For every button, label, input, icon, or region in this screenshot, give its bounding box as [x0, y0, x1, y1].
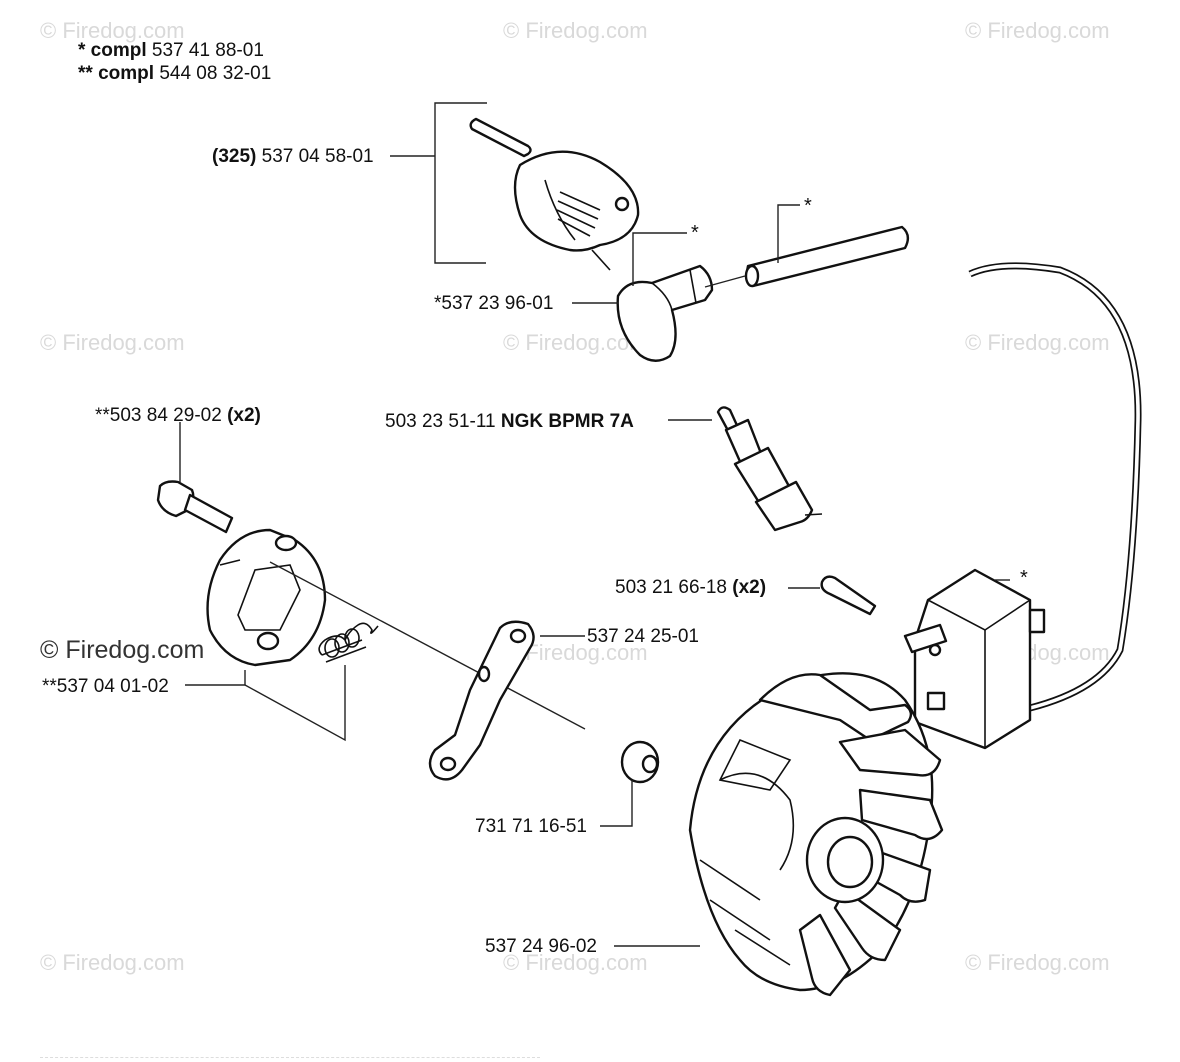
part-number: **537 04 01-02 — [42, 676, 169, 697]
callout-clutch-hub: **537 04 01-02 — [42, 677, 169, 696]
module-screw-part — [788, 575, 877, 616]
watermark: © Firedog.com — [503, 18, 648, 43]
pin-part — [469, 117, 532, 158]
watermark: © Firedog.com — [503, 950, 648, 975]
watermark: © Firedog.com — [965, 330, 1110, 355]
compl-marker: * — [804, 195, 812, 217]
legend-mark: * compl — [78, 40, 147, 61]
legend-line-1: * compl 537 41 88-01 — [78, 40, 264, 62]
legend-line-2: ** compl 544 08 32-01 — [78, 63, 271, 85]
cable-tube-part — [744, 204, 910, 288]
screw-pair-part — [156, 422, 234, 534]
part-number: 503 21 66-18 — [615, 577, 727, 598]
callout-prefix: (325) — [212, 146, 257, 167]
link-plate-part — [428, 620, 585, 781]
callout-screw-pair: **503 84 29-02 (x2) — [95, 406, 261, 425]
watermark: © Firedog.com — [40, 950, 185, 975]
part-number: 731 71 16-51 — [475, 816, 587, 837]
clutch-hub-part — [206, 528, 327, 667]
part-number: 537 24 25-01 — [587, 626, 699, 647]
legend-number: 544 08 32-01 — [159, 63, 272, 84]
spring-part — [318, 622, 379, 663]
callout-link: 537 24 25-01 — [587, 627, 699, 646]
nut-part — [600, 740, 660, 827]
callout-plug-boot: *537 23 96-01 — [434, 294, 553, 313]
watermark: © Firedog.com — [965, 18, 1110, 43]
flywheel-part — [614, 672, 944, 997]
watermark: © Firedog.com — [965, 950, 1110, 975]
watermark: © Firedog.com — [40, 18, 185, 43]
spark-plug-part — [668, 406, 823, 532]
ignition-module-part — [903, 568, 1046, 750]
footer-strip — [40, 1051, 540, 1058]
boot-cover-part — [513, 150, 640, 271]
compl-marker: * — [1020, 567, 1028, 589]
watermark: © Firedog.com — [40, 330, 185, 355]
clutch-bracket — [185, 561, 586, 742]
legend-number: 537 41 88-01 — [151, 40, 264, 61]
callout-boot-cover: (325) 537 04 58-01 — [212, 147, 374, 166]
plug-type: NGK BPMR 7A — [500, 411, 634, 432]
legend-mark: ** compl — [78, 63, 155, 84]
boot-cover-bracket — [390, 102, 487, 264]
ht-cable-part — [968, 262, 1142, 712]
callout-flywheel: 537 24 96-02 — [485, 937, 597, 956]
part-number: 503 23 51-11 — [385, 411, 496, 432]
part-number: 537 24 96-02 — [485, 936, 597, 957]
callout-nut: 731 71 16-51 — [475, 817, 587, 836]
part-number: *537 23 96-01 — [434, 293, 554, 314]
callout-module-screw: 503 21 66-18 (x2) — [615, 578, 766, 597]
quantity: (x2) — [732, 577, 767, 598]
quantity: (x2) — [227, 405, 261, 426]
part-number: **503 84 29-02 — [95, 405, 222, 426]
callout-spark-plug: 503 23 51-11 NGK BPMR 7A — [385, 412, 634, 431]
compl-marker: * — [691, 222, 699, 244]
part-number: 537 04 58-01 — [261, 146, 374, 167]
watermark-prominent: © Firedog.com — [40, 636, 205, 664]
plug-boot-part — [572, 232, 746, 362]
